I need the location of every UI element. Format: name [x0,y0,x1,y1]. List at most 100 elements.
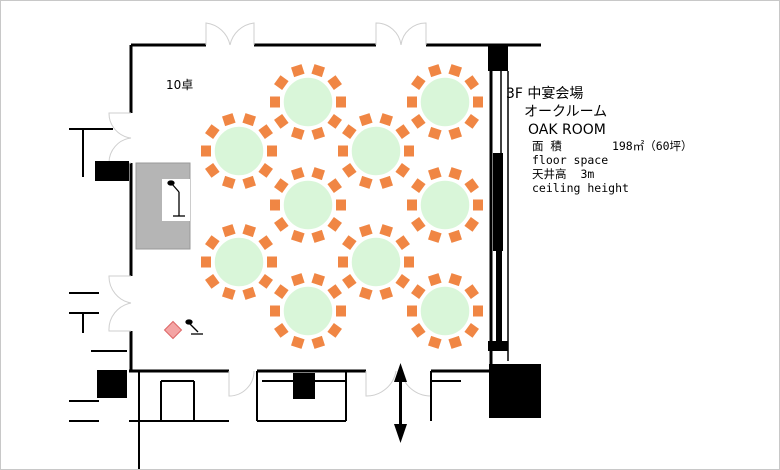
chair [274,217,289,232]
chair [205,235,220,250]
stage [135,162,191,250]
chair [464,75,479,90]
chair [473,96,483,108]
chair [448,229,462,243]
round-table [201,113,277,189]
chair [448,64,462,78]
chair [258,235,273,250]
chair [201,145,211,157]
chair [379,175,393,189]
room-title-line2: オークルーム [524,104,608,120]
chair [411,217,426,232]
chair [338,256,348,268]
round-table [270,167,346,243]
chair [428,126,442,140]
chair [205,163,220,178]
room-title-line3: OAK ROOM [528,122,606,138]
chair [267,145,277,157]
chair [258,274,273,289]
doors [108,22,432,397]
room-title-line1: 3F 中宴会場 [506,86,584,102]
chair [407,96,417,108]
chair [411,178,426,193]
right-outline [500,71,509,361]
height-value: 3m [580,167,595,181]
chair [404,145,414,157]
chair [464,114,479,129]
chair [327,217,342,232]
table-top [350,236,402,288]
table-top [213,125,265,177]
chair [311,335,325,349]
chair [448,335,462,349]
chair [274,114,289,129]
chair [395,235,410,250]
chair [407,199,417,211]
chair [311,273,325,287]
round-table [407,273,483,349]
area-value: 198㎡（60坪） [611,139,693,153]
chair [428,273,442,287]
chair [464,178,479,193]
chair [411,284,426,299]
chair [342,274,357,289]
chair [267,256,277,268]
microphone-icon [185,319,203,335]
chair [327,75,342,90]
chair [222,286,236,300]
round-table [407,167,483,243]
chair [327,178,342,193]
round-tables [201,64,483,349]
chair [379,224,393,238]
bottom-column [293,373,315,399]
chair [359,113,373,127]
chair [336,305,346,317]
area-label-en: floor space [532,153,609,167]
chair [395,163,410,178]
chair [473,305,483,317]
chair [327,114,342,129]
height-label-en: ceiling height [532,181,629,195]
chair [473,199,483,211]
chair [342,235,357,250]
chair [359,175,373,189]
chair [205,124,220,139]
table-top [419,76,471,128]
chair [336,96,346,108]
chair [222,113,236,127]
chair [327,284,342,299]
right-wall-elements [488,45,541,418]
chair [342,163,357,178]
chair [311,167,325,181]
chair [395,124,410,139]
chair [242,286,256,300]
lower-structures [129,371,461,469]
chair [270,96,280,108]
chair [448,167,462,181]
chair [222,175,236,189]
chair [464,217,479,232]
chair [464,323,479,338]
chair [291,273,305,287]
round-table [201,224,277,300]
round-table [270,64,346,140]
chair [379,286,393,300]
chair [291,335,305,349]
chair [205,274,220,289]
chair [395,274,410,289]
chair [407,305,417,317]
chair [359,224,373,238]
chair [411,75,426,90]
chair [359,286,373,300]
table-top [213,236,265,288]
chair [342,124,357,139]
chair [464,284,479,299]
table-top [282,179,334,231]
chair [311,126,325,140]
chair [291,229,305,243]
chair [270,305,280,317]
area-label: 面 積 [532,139,562,153]
chair [311,64,325,78]
height-label: 天井高 [532,167,567,181]
